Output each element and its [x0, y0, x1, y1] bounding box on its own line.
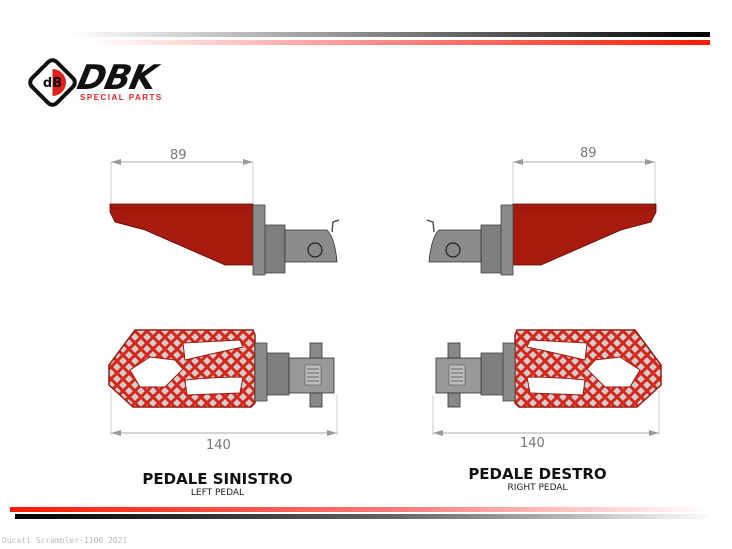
svg-text:dB: dB — [43, 76, 62, 91]
dimension-right-top: 140 — [520, 436, 545, 451]
dimension-right-side: 89 — [580, 146, 597, 161]
header-bar-red — [90, 40, 710, 45]
header-bar-black — [70, 32, 710, 37]
dbk-logo-icon: dB — [28, 58, 77, 107]
brand-name: DBK — [73, 58, 160, 98]
footer-bar-black — [15, 514, 715, 519]
brand-tagline: SPECIAL PARTS — [80, 93, 163, 102]
left-pedal-side-view — [109, 159, 340, 276]
right-pedal-subtitle: RIGHT PEDAL — [507, 483, 568, 493]
right-pedal-top-view — [432, 329, 662, 436]
left-pedal-top-view — [108, 329, 338, 436]
right-pedal-side-view — [426, 159, 657, 276]
left-pedal-subtitle: LEFT PEDAL — [190, 488, 245, 498]
right-pedal-title: PEDALE DESTRO — [468, 465, 607, 483]
dimension-left-side: 89 — [170, 148, 187, 163]
dimension-left-top: 140 — [206, 438, 231, 453]
footer-bar-red — [10, 507, 710, 512]
left-pedal-title: PEDALE SINISTRO — [142, 470, 293, 488]
footer-caption: Ducati Scrambler-1100 2021 — [2, 536, 128, 545]
